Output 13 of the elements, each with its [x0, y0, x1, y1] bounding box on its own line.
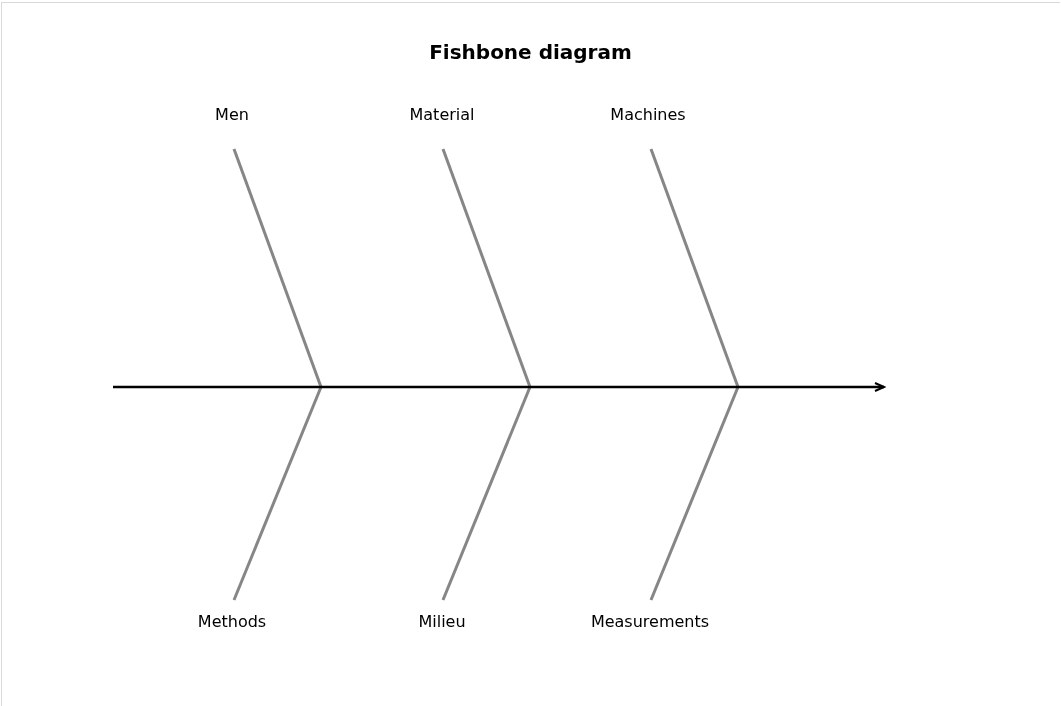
- fishbone-branch-line: [649, 148, 740, 388]
- category-label: Measurements: [570, 612, 730, 631]
- category-label: Men: [152, 105, 312, 124]
- fishbone-branch-line: [441, 386, 532, 601]
- category-label: Methods: [152, 612, 312, 631]
- category-label: Machines: [568, 105, 728, 124]
- fishbone-branch-line: [649, 386, 740, 601]
- diagram-title: Fishbone diagram: [428, 40, 633, 64]
- fishbone-branch-line: [441, 148, 532, 388]
- fishbone-branch-line: [232, 386, 323, 601]
- fishbone-branch-line: [232, 148, 323, 388]
- category-label: Material: [362, 105, 522, 124]
- category-label: Milieu: [362, 612, 522, 631]
